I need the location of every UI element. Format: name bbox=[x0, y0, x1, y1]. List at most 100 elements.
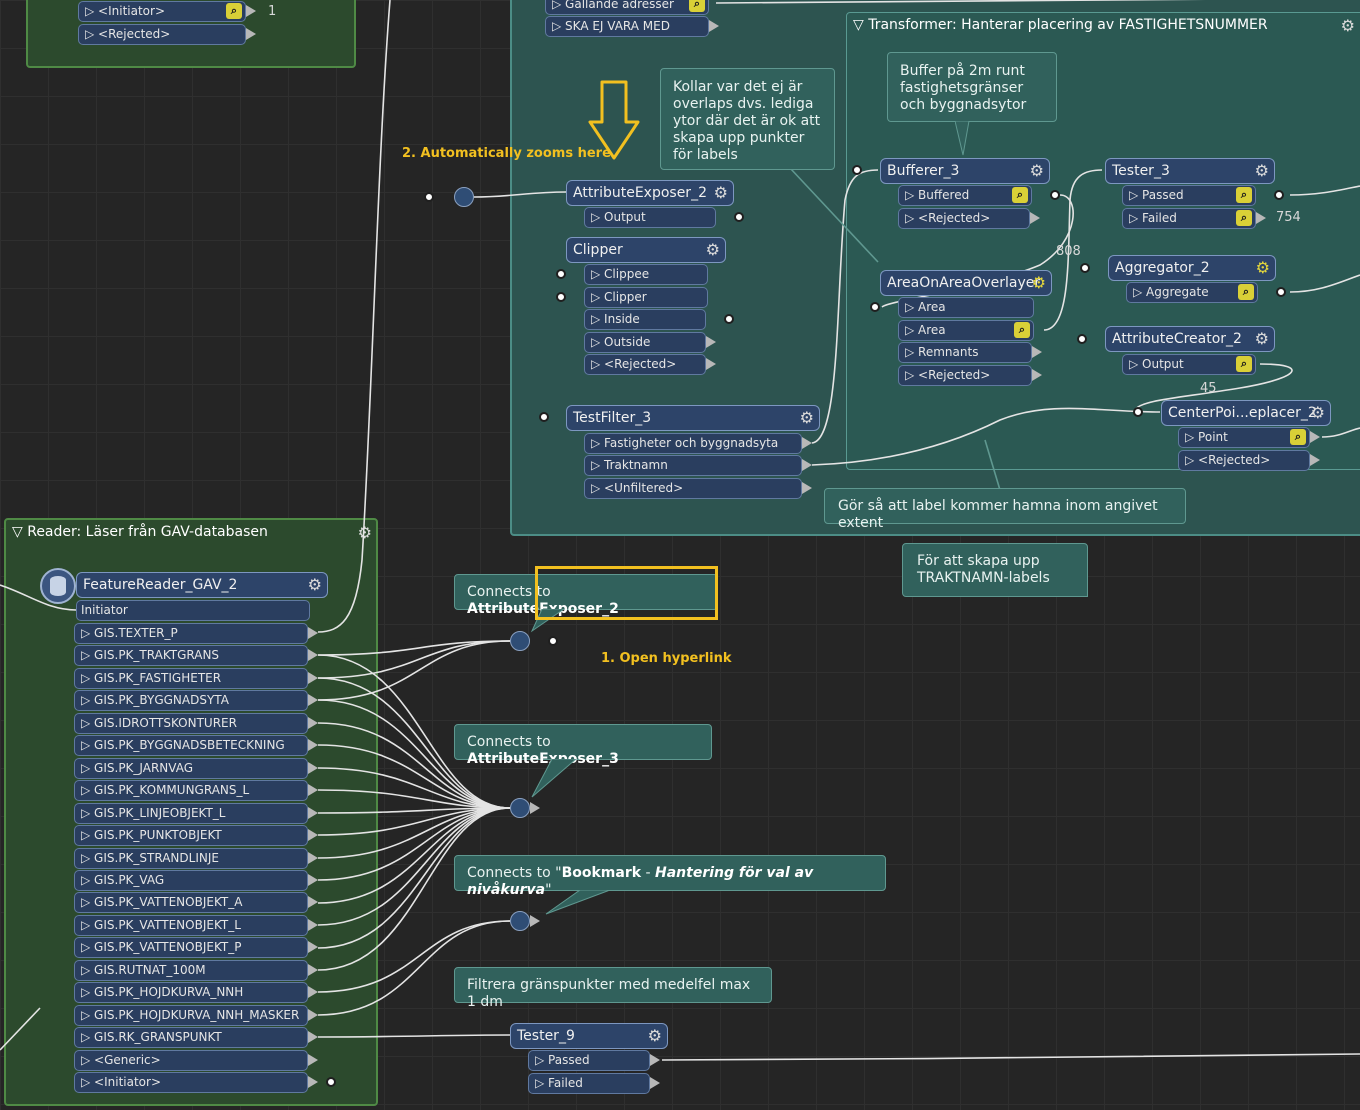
reader-output-port[interactable]: ▷ GIS.TEXTER_P bbox=[74, 623, 308, 644]
note-kollar[interactable]: Kollar var det ej är overlaps dvs. ledig… bbox=[660, 68, 835, 170]
hyperlink-attribute-exposer-3[interactable]: AttributeExposer_3 bbox=[467, 751, 619, 767]
port-output[interactable]: ▷ Output bbox=[584, 207, 716, 228]
inspect-icon[interactable]: ⌕ bbox=[1290, 429, 1306, 445]
reader-output-port[interactable]: ▷ GIS.PK_HOJDKURVA_NNH bbox=[74, 982, 308, 1003]
reader-output-port[interactable]: ▷ GIS.PK_STRANDLINJE bbox=[74, 848, 308, 869]
inspect-icon[interactable]: ⌕ bbox=[1236, 187, 1252, 203]
port-rejected[interactable]: ▷ <Rejected> bbox=[898, 208, 1030, 229]
reader-output-port[interactable]: ▷ GIS.PK_FASTIGHETER bbox=[74, 668, 308, 689]
hyperlink-bookmark[interactable]: Bookmark bbox=[561, 865, 642, 881]
port-passed[interactable]: ▷ Passed bbox=[528, 1050, 650, 1071]
input-dot[interactable] bbox=[539, 412, 549, 422]
transformer-tester-3[interactable]: Tester_3⚙ bbox=[1105, 158, 1275, 184]
port-ska-ej-vara-med[interactable]: ▷ SKA EJ VARA MED bbox=[545, 16, 709, 37]
input-dot[interactable] bbox=[424, 192, 434, 202]
port-remnants[interactable]: ▷ Remnants bbox=[898, 342, 1032, 363]
port-point[interactable]: ▷ Point⌕ bbox=[1178, 427, 1310, 448]
gear-icon[interactable]: ⚙ bbox=[799, 408, 814, 427]
port-failed[interactable]: ▷ Failed⌕ bbox=[1122, 208, 1256, 229]
output-dot[interactable] bbox=[548, 636, 558, 646]
gear-icon[interactable]: ⚙ bbox=[1310, 403, 1325, 422]
transformer-clipper[interactable]: Clipper⚙ bbox=[566, 237, 726, 263]
transformer-tester-9[interactable]: Tester_9⚙ bbox=[510, 1023, 668, 1049]
connection-junction[interactable] bbox=[510, 631, 530, 651]
reader-output-port[interactable]: ▷ GIS.PK_TRAKTGRANS bbox=[74, 645, 308, 666]
note-trakt[interactable]: För att skapa upp TRAKTNAMN-labels bbox=[902, 543, 1088, 597]
reader-output-port[interactable]: ▷ GIS.PK_LINJEOBJEKT_L bbox=[74, 803, 308, 824]
input-dot[interactable] bbox=[556, 269, 566, 279]
port-inside[interactable]: ▷ Inside bbox=[584, 309, 706, 330]
port-initiator[interactable]: ▷ <Initiator>⌕ bbox=[78, 1, 246, 22]
transformer-aggregator-2[interactable]: Aggregator_2⚙ bbox=[1108, 255, 1276, 281]
reader-output-port[interactable]: ▷ GIS.RUTNAT_100M bbox=[74, 960, 308, 981]
gear-icon[interactable]: ⚙ bbox=[1254, 161, 1269, 180]
port-clipper[interactable]: ▷ Clipper bbox=[584, 287, 708, 308]
gear-icon[interactable]: ⚙ bbox=[1031, 273, 1046, 292]
port-area-in[interactable]: ▷ Area bbox=[898, 297, 1034, 318]
reader-output-port[interactable]: ▷ GIS.PK_BYGGNADSBETECKNING bbox=[74, 735, 308, 756]
port-rejected[interactable]: ▷ <Rejected> bbox=[898, 365, 1032, 386]
input-dot[interactable] bbox=[556, 292, 566, 302]
gear-icon[interactable]: ⚙ bbox=[1254, 329, 1269, 348]
reader-output-port[interactable]: ▷ GIS.IDROTTSKONTURER bbox=[74, 713, 308, 734]
reader-output-port[interactable]: ▷ GIS.PK_PUNKTOBJEKT bbox=[74, 825, 308, 846]
output-dot[interactable] bbox=[1274, 190, 1284, 200]
port-outside[interactable]: ▷ Outside bbox=[584, 332, 706, 353]
bookmark-name[interactable]: Hantering för val av nivåkurva bbox=[467, 865, 814, 898]
note-connects-to-attribute-exposer-3[interactable]: Connects to AttributeExposer_3 bbox=[454, 724, 712, 767]
reader-output-port[interactable]: ▷ GIS.PK_VATTENOBJEKT_L bbox=[74, 915, 308, 936]
reader-output-port[interactable]: ▷ GIS.PK_JARNVAG bbox=[74, 758, 308, 779]
note-gor-sa[interactable]: Gör så att label kommer hamna inom angiv… bbox=[824, 488, 1186, 531]
output-dot[interactable] bbox=[1276, 287, 1286, 297]
reader-output-port[interactable]: ▷ <Generic> bbox=[74, 1050, 308, 1071]
input-dot[interactable] bbox=[852, 165, 862, 175]
port-area-out[interactable]: ▷ Area⌕ bbox=[898, 320, 1034, 341]
port-buffered[interactable]: ▷ Buffered⌕ bbox=[898, 185, 1032, 206]
output-dot[interactable] bbox=[326, 1077, 336, 1087]
gear-icon[interactable]: ⚙ bbox=[357, 523, 372, 542]
note-connects-to-attribute-exposer-2[interactable]: Connects to AttributeExposer_2 bbox=[454, 574, 718, 617]
port-output[interactable]: ▷ Output⌕ bbox=[1122, 354, 1256, 375]
reader-output-port[interactable]: ▷ GIS.PK_VATTENOBJEKT_A bbox=[74, 892, 308, 913]
connection-junction[interactable] bbox=[510, 911, 530, 931]
inspect-icon[interactable]: ⌕ bbox=[1238, 284, 1254, 300]
inspect-icon[interactable]: ⌕ bbox=[689, 0, 705, 12]
note-buffer[interactable]: Buffer på 2m runt fastighetsgränser och … bbox=[887, 52, 1057, 122]
gear-icon[interactable]: ⚙ bbox=[1340, 16, 1355, 35]
port-rejected[interactable]: ▷ <Rejected> bbox=[1178, 450, 1310, 471]
port-failed[interactable]: ▷ Failed bbox=[528, 1073, 650, 1094]
port-clippee[interactable]: ▷ Clippee bbox=[584, 264, 708, 285]
port-rejected[interactable]: ▷ <Rejected> bbox=[584, 354, 706, 375]
port-unfiltered[interactable]: ▷ <Unfiltered> bbox=[584, 478, 802, 499]
input-dot[interactable] bbox=[870, 302, 880, 312]
reader-output-port[interactable]: ▷ GIS.PK_KOMMUNGRANS_L bbox=[74, 780, 308, 801]
transformer-bufferer-3[interactable]: Bufferer_3⚙ bbox=[880, 158, 1050, 184]
reader-output-port[interactable]: ▷ <Initiator> bbox=[74, 1072, 308, 1093]
port-traktnamn[interactable]: ▷ Traktnamn bbox=[584, 455, 802, 476]
input-dot[interactable] bbox=[1080, 263, 1090, 273]
note-filtrera[interactable]: Filtrera gränspunkter med medelfel max 1… bbox=[454, 967, 772, 1010]
input-dot[interactable] bbox=[1133, 407, 1143, 417]
port-passed[interactable]: ▷ Passed⌕ bbox=[1122, 185, 1256, 206]
output-dot[interactable] bbox=[1050, 190, 1060, 200]
port-gallande-adresser[interactable]: ▷ Gällande adresser⌕ bbox=[545, 0, 709, 15]
reader-output-port[interactable]: ▷ GIS.RK_GRANSPUNKT bbox=[74, 1027, 308, 1048]
inspect-icon[interactable]: ⌕ bbox=[1012, 187, 1028, 203]
input-dot[interactable] bbox=[1077, 334, 1087, 344]
gear-icon[interactable]: ⚙ bbox=[713, 183, 728, 202]
transformer-centerpoint-replacer-2[interactable]: CenterPoi...eplacer_2⚙ bbox=[1161, 400, 1331, 426]
transformer-testfilter-3[interactable]: TestFilter_3⚙ bbox=[566, 405, 820, 431]
port-aggregate[interactable]: ▷ Aggregate⌕ bbox=[1126, 282, 1258, 303]
reader-output-port[interactable]: ▷ GIS.PK_BYGGNADSYTA bbox=[74, 690, 308, 711]
port-fastigheter[interactable]: ▷ Fastigheter och byggnadsyta bbox=[584, 433, 802, 454]
inspect-icon[interactable]: ⌕ bbox=[1014, 322, 1030, 338]
transformer-attribute-exposer-2[interactable]: AttributeExposer_2⚙ bbox=[566, 180, 734, 206]
transformer-area-on-area-overlayer[interactable]: AreaOnAreaOverlayer⚙ bbox=[880, 270, 1052, 296]
output-dot[interactable] bbox=[734, 212, 744, 222]
inspect-icon[interactable]: ⌕ bbox=[1236, 210, 1252, 226]
port-rejected[interactable]: ▷ <Rejected> bbox=[78, 24, 246, 45]
output-dot[interactable] bbox=[724, 314, 734, 324]
inspect-icon[interactable]: ⌕ bbox=[226, 3, 242, 19]
reader-output-port[interactable]: ▷ GIS.PK_VATTENOBJEKT_P bbox=[74, 937, 308, 958]
inspect-icon[interactable]: ⌕ bbox=[1236, 356, 1252, 372]
